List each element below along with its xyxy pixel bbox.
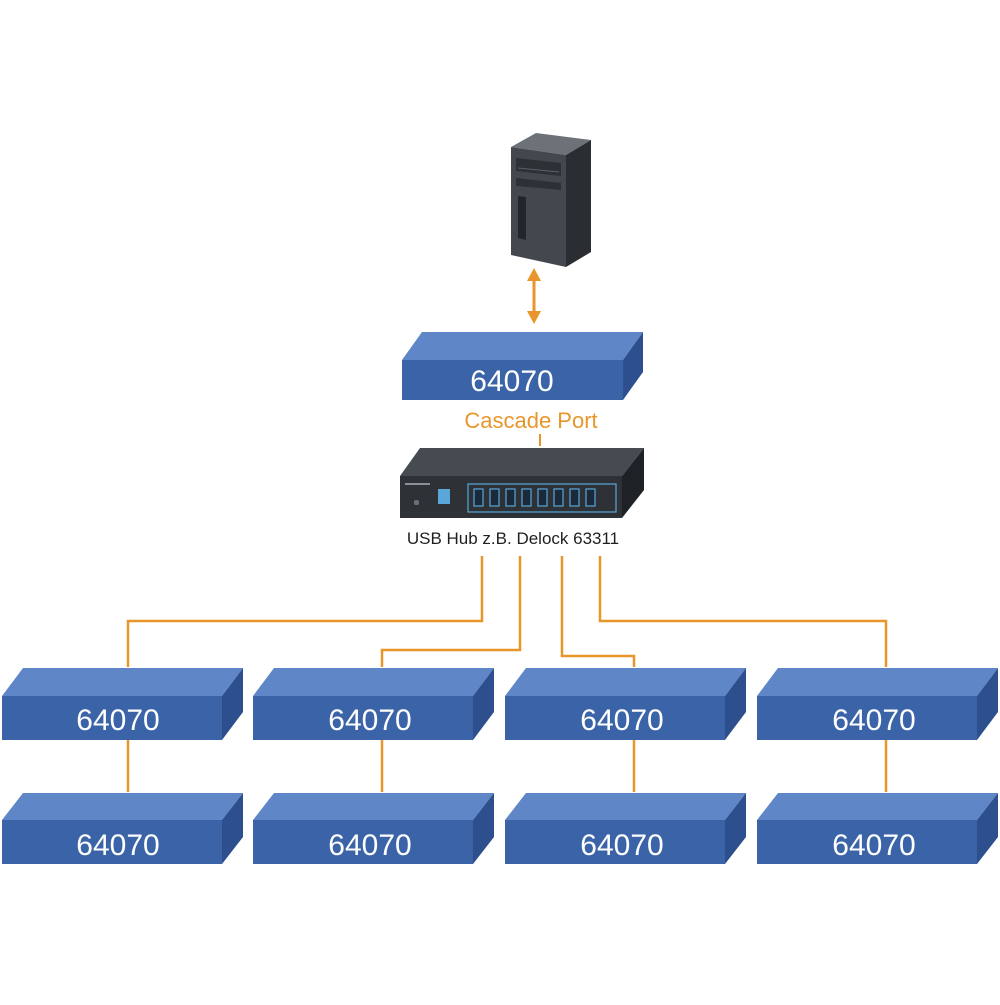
branch-1-lower-box: 64070 [2, 793, 243, 864]
branch-3-lower-label: 64070 [580, 829, 663, 862]
top-device-label: 64070 [470, 365, 553, 398]
cascade-port-label: Cascade Port [464, 408, 597, 433]
branch-2-lower-box: 64070 [253, 793, 494, 864]
usb-hub-icon [400, 448, 644, 518]
top-device-box: 64070 [402, 332, 643, 400]
branch-2-lower-label: 64070 [328, 829, 411, 862]
branch-1-upper-label: 64070 [76, 704, 159, 737]
usb-hub-label: USB Hub z.B. Delock 63311 [407, 529, 619, 548]
branch-4-upper-box: 64070 [757, 668, 998, 740]
branch-3-upper-label: 64070 [580, 704, 663, 737]
branch-2-upper-box: 64070 [253, 668, 494, 740]
branch-1-upper-box: 64070 [2, 668, 243, 740]
branch-4-lower-box: 64070 [757, 793, 998, 864]
computer-tower-icon [511, 133, 591, 267]
branch-3-lower-box: 64070 [505, 793, 746, 864]
double-arrow-icon [527, 268, 541, 324]
branch-3-upper-box: 64070 [505, 668, 746, 740]
branch-connectors [126, 556, 888, 792]
branch-1-lower-label: 64070 [76, 829, 159, 862]
branch-4-upper-label: 64070 [832, 704, 915, 737]
branch-4-lower-label: 64070 [832, 829, 915, 862]
branch-2-upper-label: 64070 [328, 704, 411, 737]
